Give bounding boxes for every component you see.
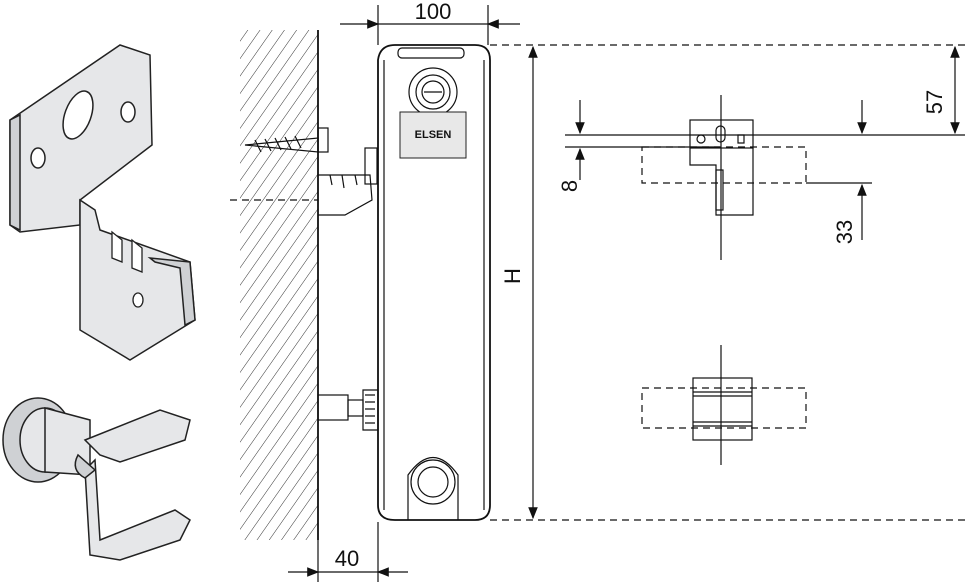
dimension-bracket-offset-label: 33 (832, 220, 857, 244)
upper-bracket-front (641, 95, 807, 260)
lower-bracket-side (317, 389, 379, 431)
dimension-slot-height: 8 (557, 100, 720, 192)
lower-clip-front (641, 345, 807, 465)
clip-illustration (2, 397, 191, 561)
brand-logo: ELSEN (415, 129, 452, 141)
dimension-wall-gap-label: 40 (335, 546, 359, 571)
dimension-depth-label: 100 (415, 0, 452, 24)
radiator-side-view: ELSEN (377, 44, 491, 521)
dimension-height-label: H (500, 268, 525, 284)
dimension-top-offset: 57 (565, 45, 965, 136)
upper-bracket-side (244, 127, 378, 216)
dimension-wall-gap: 40 (288, 522, 408, 582)
dimension-slot-height-label: 8 (557, 180, 582, 192)
wall-section (230, 30, 319, 540)
dimension-depth: 100 (340, 0, 520, 45)
dimension-top-offset-label: 57 (922, 90, 947, 114)
wall-bracket-illustration (9, 44, 196, 361)
dimension-bracket-offset: 33 (806, 100, 872, 244)
dimension-height: H (490, 44, 965, 521)
